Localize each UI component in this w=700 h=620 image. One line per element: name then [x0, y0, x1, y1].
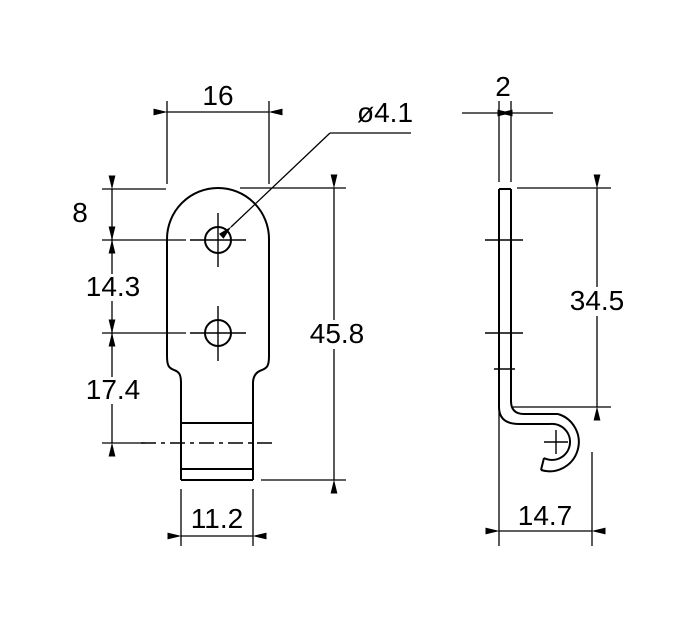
front-top-arc [166, 187, 270, 240]
side-curl-inner [543, 422, 571, 461]
dim-overall-depth: 14.7 [485, 407, 606, 546]
side-curl-outer [540, 413, 580, 473]
dim-45-8-label: 45.8 [310, 318, 365, 349]
front-left-shoulder [166, 355, 182, 384]
hole-diameter-leader [218, 132, 331, 239]
dim-top-width: 16 [153, 80, 283, 184]
dim-11-2-label: 11.2 [191, 503, 243, 534]
dim-14-7-label: 14.7 [518, 500, 573, 531]
dim-hole-diameter: ø4.1 [218, 97, 413, 239]
dim-total-height: 45.8 [240, 174, 365, 494]
dim-hole-diameter-label: ø4.1 [357, 97, 413, 128]
dim-2-label: 2 [495, 71, 511, 102]
side-view: 2 34.5 14.7 [462, 71, 624, 546]
dim-14-3-label: 14.3 [86, 271, 141, 302]
dim-34-5-label: 34.5 [570, 285, 625, 316]
side-bend-outer [498, 406, 550, 425]
dim-left-chain: 8 14.3 17.4 [72, 175, 186, 457]
hole-1 [190, 213, 246, 267]
dim-8-label: 8 [72, 197, 88, 228]
dim-17-4-label: 17.4 [86, 374, 141, 405]
hole-2 [190, 306, 246, 361]
dim-top-width-label: 16 [202, 80, 233, 111]
side-curl-end-cap [540, 457, 545, 471]
dim-tab-width: 11.2 [167, 489, 267, 546]
front-outline [141, 187, 276, 481]
front-right-shoulder [252, 355, 270, 384]
dim-flat-height: 34.5 [513, 174, 625, 421]
front-view: 16 ø4.1 8 14.3 17.4 [72, 80, 413, 546]
side-bend-inner [510, 400, 558, 415]
dim-thickness: 2 [462, 71, 553, 182]
